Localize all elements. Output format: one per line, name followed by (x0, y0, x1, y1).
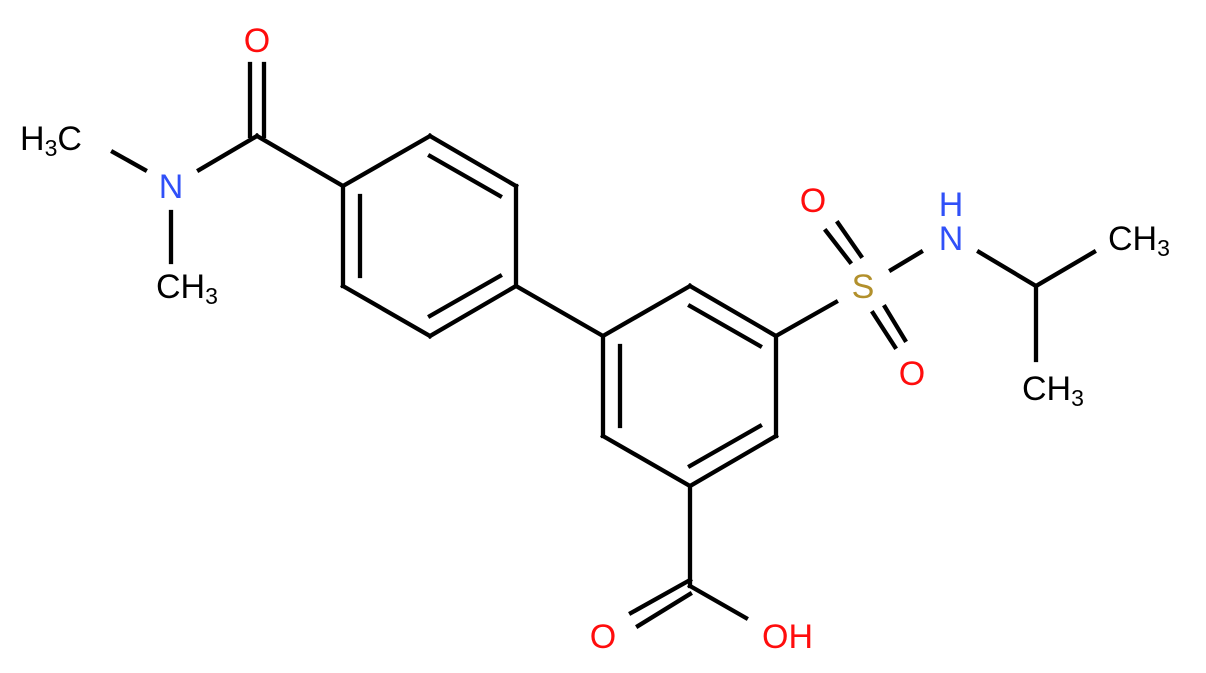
methyl-left-label: H3C (20, 120, 82, 161)
methyl-down-label: CH3 (156, 268, 218, 309)
methyl-isopropyl-top-label: CH3 (1108, 220, 1170, 261)
sulfonamide-group (773, 220, 1097, 363)
benzene-ring-2 (600, 283, 779, 489)
biaryl-bond (513, 283, 606, 339)
oxygen-sulfonyl-bottom-label: O (899, 355, 925, 393)
nh-hydrogen-label: H (939, 186, 964, 224)
carboxylic-acid-group (628, 483, 749, 629)
nh-nitrogen-label: N (939, 220, 964, 258)
sulfur-label: S (852, 268, 875, 306)
oxygen-amide-label: O (244, 22, 270, 60)
oxygen-acid-label: O (590, 618, 616, 656)
benzene-ring-1 (340, 133, 519, 339)
hydroxyl-acid-label: OH (762, 618, 813, 656)
dimethylamide-group (110, 61, 346, 265)
nitrogen-amide-label: N (159, 168, 184, 206)
methyl-isopropyl-bottom-label: CH3 (1022, 370, 1084, 411)
oxygen-sulfonyl-top-label: O (800, 182, 826, 220)
